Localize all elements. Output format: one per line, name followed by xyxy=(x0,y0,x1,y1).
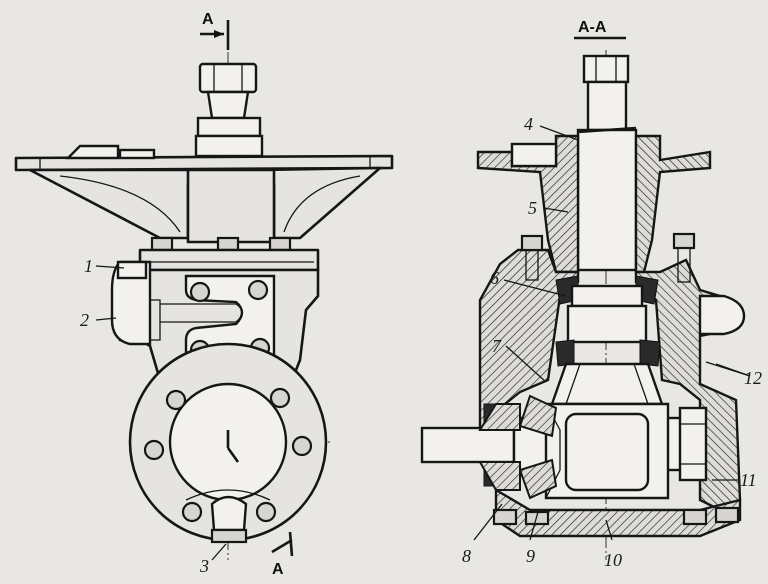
bottom-bolt xyxy=(714,506,740,524)
section-view: A-A xyxy=(420,19,746,560)
plate-bolt xyxy=(189,281,211,303)
callout-12: 12 xyxy=(744,368,762,388)
flange-bolt xyxy=(143,439,165,461)
rib-right xyxy=(260,166,382,240)
callout-9: 9 xyxy=(526,546,535,566)
section-title: A-A xyxy=(578,19,607,36)
housing-wall-left xyxy=(478,248,580,432)
top-shaft xyxy=(206,90,250,120)
callout-labels: 1 2 3 4 5 6 7 8 9 10 11 12 xyxy=(80,114,762,576)
cover-bolt xyxy=(150,236,174,252)
callout-5: 5 xyxy=(528,198,537,218)
bottom-bolt xyxy=(682,508,708,526)
pinion-shaft xyxy=(566,304,648,344)
section-letter-bottom: A xyxy=(272,561,284,578)
output-shaft xyxy=(420,426,516,464)
top-nut xyxy=(198,62,258,94)
callout-1: 1 xyxy=(84,256,93,276)
side-plug xyxy=(698,294,746,336)
shaft-hub xyxy=(194,134,264,158)
housing-bolt xyxy=(672,232,696,250)
exterior-view: A A xyxy=(14,11,394,578)
section-mark-top: A xyxy=(200,11,230,50)
flange-bolt xyxy=(165,389,187,411)
flange-bolt xyxy=(255,501,277,523)
callout-6: 6 xyxy=(490,268,499,288)
flange-bolt xyxy=(291,435,313,457)
breather-port xyxy=(110,260,152,346)
callout-3: 3 xyxy=(199,556,209,576)
callout-leaders xyxy=(95,125,751,561)
flange-bolt xyxy=(269,387,291,409)
vertical-shaft xyxy=(576,128,638,272)
callout-10: 10 xyxy=(604,550,622,570)
callout-8: 8 xyxy=(462,546,471,566)
shaft-top-end xyxy=(582,54,630,84)
plate-bolt xyxy=(247,279,269,301)
rib-left xyxy=(28,168,202,240)
housing-cover xyxy=(138,248,320,272)
callout-2: 2 xyxy=(80,310,89,330)
mounting-flange xyxy=(14,154,394,172)
bottom-bolt xyxy=(524,510,550,526)
upper-housing-right xyxy=(634,134,712,274)
cover-bolt xyxy=(216,236,240,252)
section-letter-top: A xyxy=(202,11,214,28)
callout-4: 4 xyxy=(524,114,533,134)
flange-boss xyxy=(510,142,558,168)
housing-bottom xyxy=(494,487,742,538)
cover-bolt xyxy=(268,236,292,252)
right-bearing xyxy=(678,406,708,482)
section-mark-bottom: A xyxy=(271,531,294,578)
bottom-bolt xyxy=(492,508,518,526)
callout-11: 11 xyxy=(740,470,757,490)
housing-bolt xyxy=(520,234,544,252)
callout-7: 7 xyxy=(492,336,502,356)
drain-plug xyxy=(210,495,248,532)
flange-bolt xyxy=(181,501,203,523)
flange-lug-left xyxy=(65,144,120,160)
shaft-collar xyxy=(196,116,262,138)
